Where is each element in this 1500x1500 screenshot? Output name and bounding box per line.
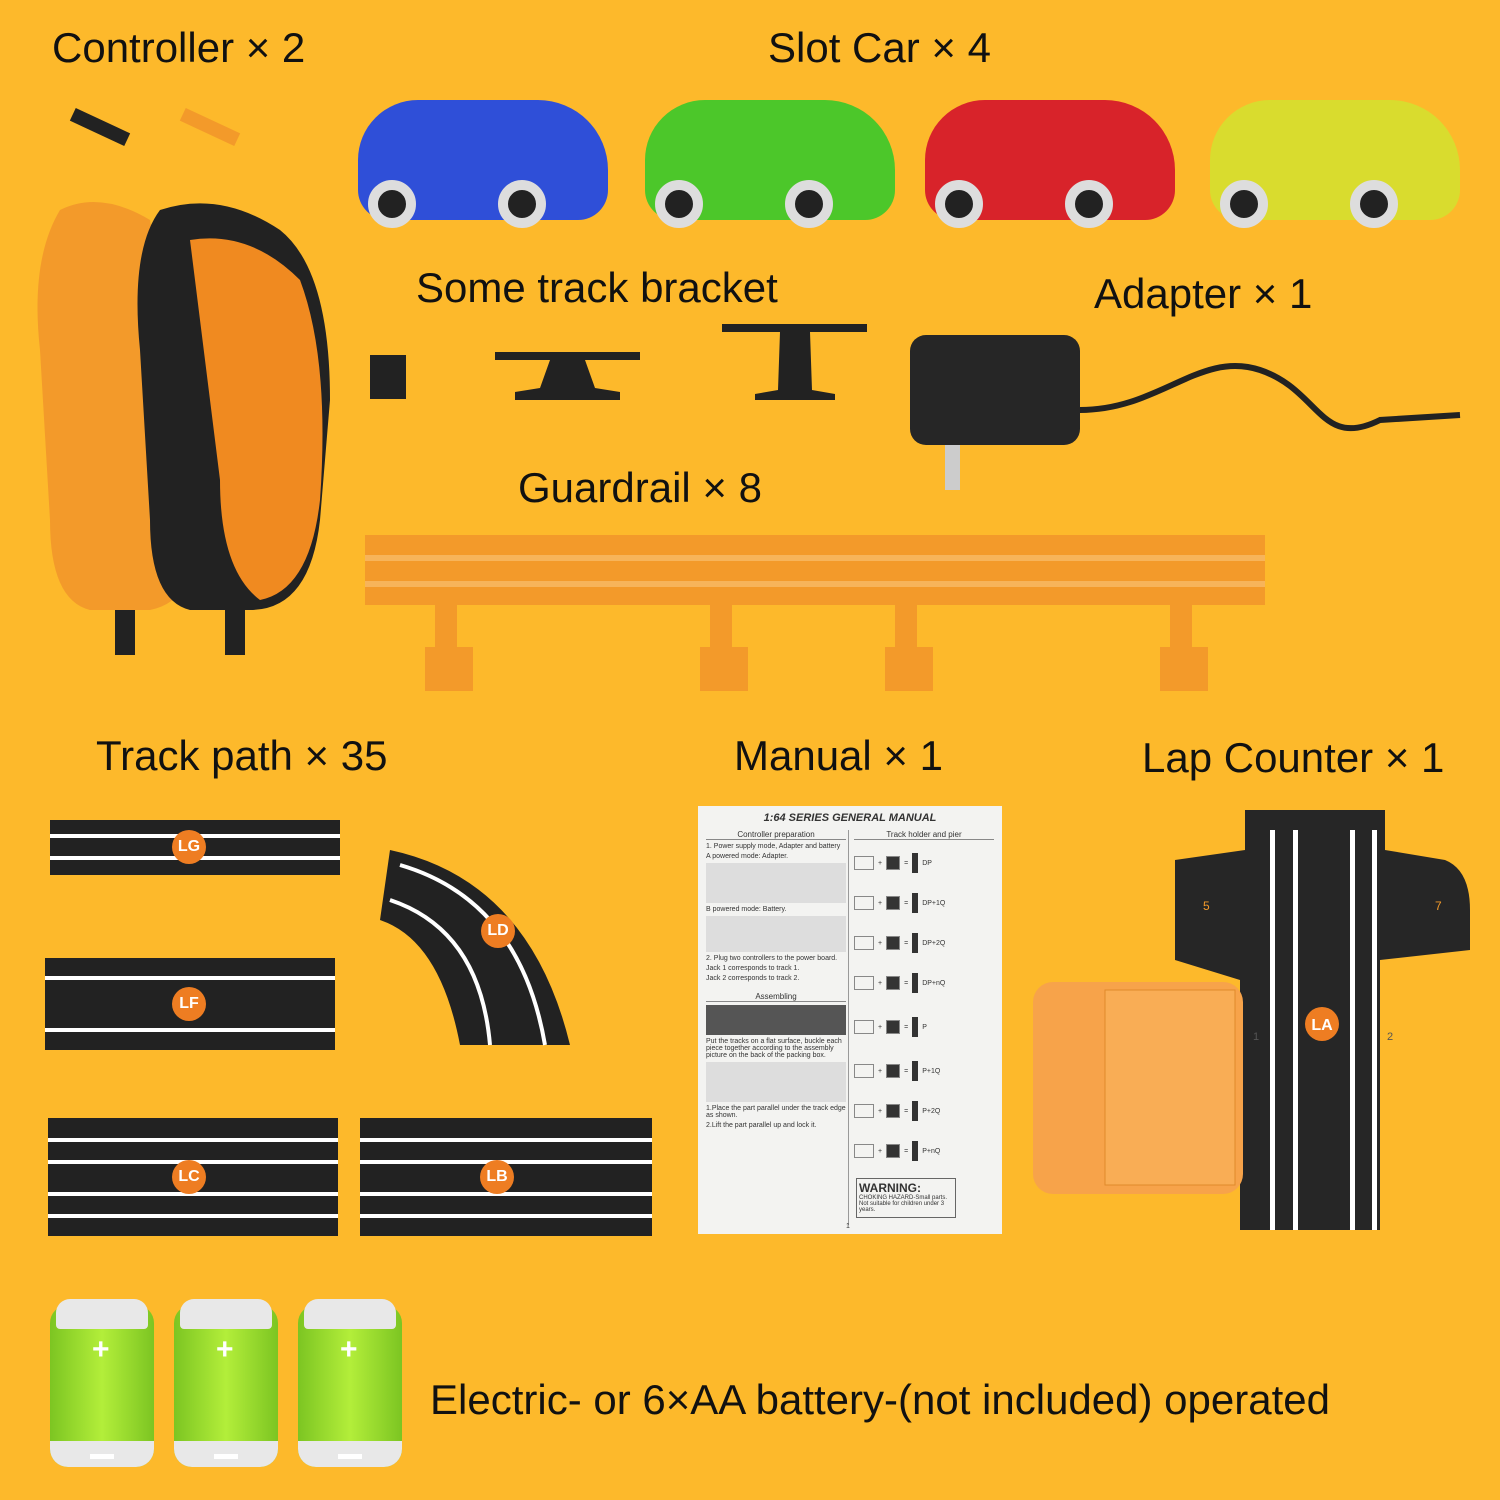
pier-code: DP+nQ — [922, 979, 946, 987]
lap-number-right: 7 — [1435, 899, 1442, 913]
pier-row: +=DP+1Q — [854, 883, 994, 923]
manual-title: 1:64 SERIES GENERAL MANUAL — [763, 812, 937, 824]
pier-row: +=DP+nQ — [854, 963, 994, 1003]
slot-car-blue — [358, 100, 608, 228]
slot-car-green — [645, 100, 895, 228]
pier-row: +=P — [854, 1003, 994, 1051]
manual-line: 2.Lift the part parallel up and lock it. — [706, 1122, 817, 1129]
track-lc-badge: LC — [172, 1160, 206, 1194]
pier-row: +=P+2Q — [854, 1091, 994, 1131]
pier-code: P+1Q — [922, 1067, 941, 1075]
pier-row: +=P+1Q — [854, 1051, 994, 1091]
slot-car-red — [925, 100, 1175, 228]
pier-code: P — [922, 1023, 927, 1031]
guardrail-image — [365, 535, 1265, 691]
manual-line: A powered mode: Adapter. — [706, 853, 789, 860]
manual-right-heading: Track holder and pier — [854, 830, 994, 840]
track-brackets-image — [370, 324, 867, 400]
track-lg-badge: LG — [172, 830, 206, 864]
manual-line: 2. Plug two controllers to the power boa… — [706, 955, 838, 962]
lap-number-left: 5 — [1203, 899, 1210, 913]
manual-line: B powered mode: Battery. — [706, 906, 787, 913]
lane-1-number: 1 — [1253, 1031, 1259, 1043]
guardrail-label: Guardrail × 8 — [518, 464, 762, 511]
manual-assembling-heading: Assembling — [706, 992, 846, 1002]
lap-counter-badge: LA — [1311, 1017, 1333, 1034]
adapter-label: Adapter × 1 — [1094, 270, 1313, 317]
lane-2-number: 2 — [1387, 1031, 1393, 1043]
pier-code: P+nQ — [922, 1147, 941, 1155]
battery-1: + — [50, 1299, 154, 1467]
track-path-label: Track path × 35 — [96, 732, 388, 779]
pier-row: +=DP — [854, 843, 994, 883]
lap-counter-image: LA 5 7 1 2 — [1033, 810, 1470, 1230]
warning-title: WARNING: — [859, 1181, 921, 1195]
track-lg: LG — [50, 820, 340, 875]
manual-page-number: 1 — [846, 1223, 850, 1230]
track-lb-badge: LB — [480, 1160, 514, 1194]
pier-row: +=DP+2Q — [854, 923, 994, 963]
adapter-image — [910, 335, 1461, 490]
controllers-image — [37, 107, 330, 655]
pier-code: P+2Q — [922, 1107, 941, 1115]
bracket-label: Some track bracket — [416, 264, 778, 311]
track-lf-badge: LF — [172, 987, 206, 1021]
track-ld-badge: LD — [481, 914, 515, 948]
manual-warning: WARNING:CHOKING HAZARD-Small parts. Not … — [856, 1178, 956, 1218]
manual-label: Manual × 1 — [734, 732, 943, 779]
pier-row: +=P+nQ — [854, 1131, 994, 1171]
warning-text: CHOKING HAZARD-Small parts. Not suitable… — [859, 1195, 948, 1213]
pier-code: DP — [922, 859, 932, 867]
battery-3: + — [298, 1299, 402, 1467]
manual-left-heading: Controller preparation — [706, 830, 846, 840]
track-lc: LC — [48, 1118, 338, 1236]
manual-line: Put the tracks on a flat surface, buckle… — [706, 1038, 842, 1059]
manual-line: 1. Power supply mode, Adapter and batter… — [706, 843, 841, 850]
pier-code: DP+1Q — [922, 899, 946, 907]
track-ld — [380, 850, 570, 1046]
lap-counter-label: Lap Counter × 1 — [1142, 734, 1445, 781]
power-label: Electric- or 6×AA battery-(not included)… — [430, 1376, 1330, 1423]
track-lb: LB — [360, 1118, 652, 1236]
slot-car-yellow — [1210, 100, 1460, 228]
track-lf: LF — [45, 958, 335, 1050]
controller-label: Controller × 2 — [52, 24, 306, 71]
pier-code: DP+2Q — [922, 939, 946, 947]
battery-2: + — [174, 1299, 278, 1467]
manual-document: 1:64 SERIES GENERAL MANUAL Controller pr… — [698, 806, 1002, 1234]
manual-line: Jack 1 corresponds to track 1. — [706, 965, 800, 972]
manual-line: Jack 2 corresponds to track 2. — [706, 975, 800, 982]
slot-car-label: Slot Car × 4 — [768, 24, 991, 71]
manual-line: 1.Place the part parallel under the trac… — [706, 1105, 846, 1119]
